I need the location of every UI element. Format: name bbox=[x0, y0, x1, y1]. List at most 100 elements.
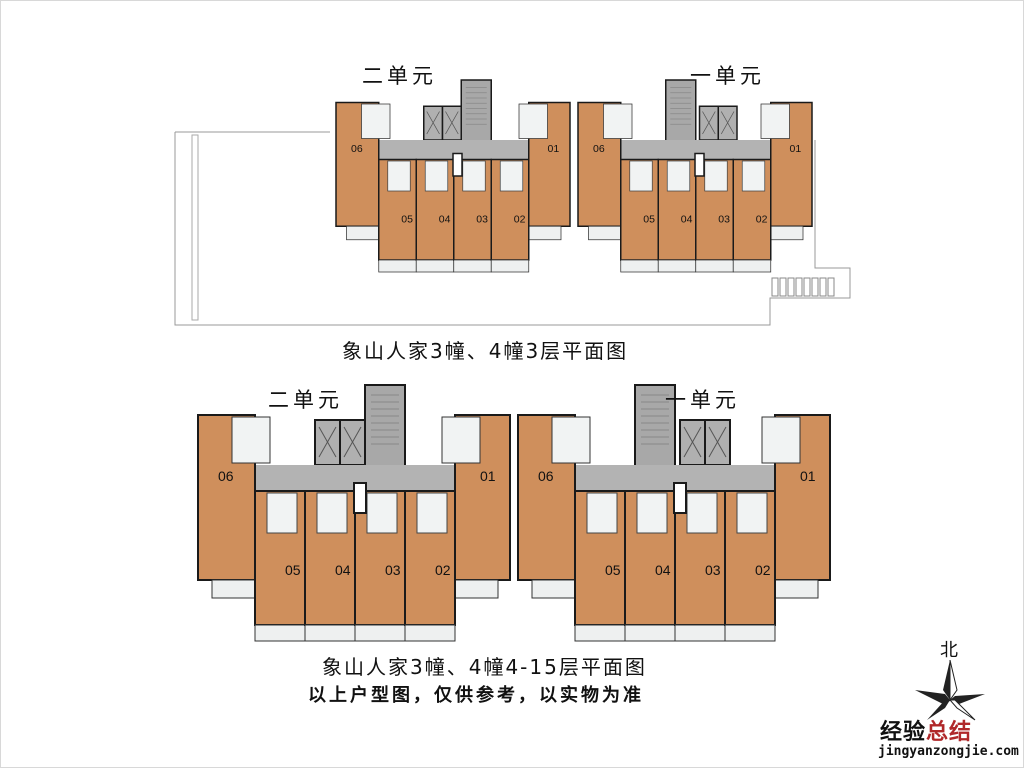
site-wall bbox=[191, 134, 199, 321]
bathroom bbox=[761, 416, 801, 464]
unit-number-label: 03 bbox=[718, 214, 730, 226]
unit-number-label: 05 bbox=[401, 214, 413, 226]
unit-number-label: 02 bbox=[514, 214, 526, 226]
balcony bbox=[454, 579, 499, 599]
wing-label-unit2-top: 二单元 bbox=[362, 64, 437, 88]
bathroom bbox=[441, 416, 481, 464]
balcony bbox=[732, 259, 772, 273]
bathroom bbox=[361, 103, 391, 139]
bathroom bbox=[499, 160, 524, 192]
bathroom bbox=[704, 160, 728, 192]
stair-core bbox=[364, 384, 406, 468]
unit-number-label: 05 bbox=[643, 214, 655, 226]
balcony bbox=[346, 225, 380, 241]
bathroom bbox=[316, 492, 348, 534]
site-boundary bbox=[174, 131, 851, 326]
unit-number-label: 06 bbox=[218, 468, 234, 484]
parking-stall bbox=[819, 277, 827, 297]
elevator-cross bbox=[708, 426, 727, 458]
unit-number-label: 06 bbox=[593, 143, 605, 155]
shaft bbox=[694, 152, 705, 177]
balcony bbox=[528, 225, 562, 241]
building-wing: 06 05 04 03 02 01 bbox=[577, 79, 813, 273]
balcony bbox=[531, 579, 576, 599]
corridor bbox=[352, 140, 557, 160]
balcony bbox=[620, 259, 659, 273]
balcony bbox=[304, 624, 356, 642]
plan-title-3f: 象山人家3幢、4幢3层平面图 bbox=[342, 339, 629, 363]
elevator-cross bbox=[720, 111, 735, 135]
unit-number-label: 04 bbox=[655, 562, 671, 578]
balcony bbox=[254, 624, 306, 642]
shaft bbox=[353, 482, 367, 514]
watermark-text: 经验总结 bbox=[880, 714, 972, 746]
balcony bbox=[774, 579, 819, 599]
balcony bbox=[657, 259, 697, 273]
elevator-cross bbox=[702, 111, 716, 135]
shaft bbox=[452, 152, 463, 177]
parking-stall bbox=[779, 277, 787, 297]
site-outline bbox=[174, 131, 851, 326]
bathroom bbox=[424, 160, 449, 192]
balcony bbox=[354, 624, 406, 642]
bathroom bbox=[629, 160, 653, 192]
wing-label-unit2-bottom: 二单元 bbox=[268, 388, 343, 412]
watermark-url: jingyanzongjie.com bbox=[878, 744, 1019, 759]
parking-stall bbox=[787, 277, 795, 297]
unit-number-label: 01 bbox=[790, 143, 802, 155]
wing-label-unit1-top: 一单元 bbox=[690, 64, 765, 88]
bathroom bbox=[686, 492, 718, 534]
unit-number-label: 06 bbox=[351, 143, 363, 155]
unit-number-label: 01 bbox=[480, 468, 496, 484]
shaft bbox=[673, 482, 687, 514]
building-wing: 06 05 04 03 02 01 bbox=[335, 79, 571, 273]
elevator-cross bbox=[445, 111, 459, 135]
unit-number-label: 05 bbox=[605, 562, 621, 578]
unit-number-label: 05 bbox=[285, 562, 301, 578]
balcony bbox=[415, 259, 455, 273]
watermark-red-text: 总结 bbox=[926, 720, 973, 745]
elevator-cross bbox=[683, 426, 702, 458]
elevator-cross bbox=[426, 111, 440, 135]
unit-number-label: 03 bbox=[385, 562, 401, 578]
balcony bbox=[490, 259, 530, 273]
unit-number-label: 03 bbox=[476, 214, 488, 226]
balcony bbox=[378, 259, 417, 273]
unit-number-label: 02 bbox=[755, 562, 771, 578]
balcony bbox=[404, 624, 456, 642]
bathroom bbox=[366, 492, 398, 534]
bathroom bbox=[586, 492, 618, 534]
unit-number-label: 02 bbox=[756, 214, 768, 226]
parking-stall bbox=[811, 277, 819, 297]
balcony bbox=[453, 259, 492, 273]
balcony bbox=[574, 624, 626, 642]
balcony bbox=[588, 225, 622, 241]
elevator-cross bbox=[343, 426, 362, 458]
unit-number-label: 04 bbox=[681, 214, 693, 226]
bathroom bbox=[551, 416, 591, 464]
north-label: 北 bbox=[940, 640, 958, 661]
bathroom bbox=[266, 492, 298, 534]
disclaimer-note: 以上户型图，仅供参考，以实物为准 bbox=[308, 685, 644, 706]
unit-number-label: 01 bbox=[548, 143, 560, 155]
unit-number-label: 01 bbox=[800, 468, 816, 484]
stair-core bbox=[634, 384, 676, 468]
parking-stall bbox=[795, 277, 803, 297]
stair-core bbox=[460, 79, 492, 143]
balcony bbox=[211, 579, 256, 599]
wing-label-unit1-bottom: 一单元 bbox=[665, 388, 740, 412]
bathroom bbox=[736, 492, 768, 534]
balcony bbox=[770, 225, 804, 241]
balcony bbox=[724, 624, 776, 642]
parking-stall bbox=[771, 277, 779, 297]
balcony bbox=[624, 624, 676, 642]
bathroom bbox=[636, 492, 668, 534]
bathroom bbox=[603, 103, 633, 139]
bathroom bbox=[666, 160, 691, 192]
bathroom bbox=[231, 416, 271, 464]
bathroom bbox=[741, 160, 766, 192]
unit-number-label: 02 bbox=[435, 562, 451, 578]
unit-number-label: 04 bbox=[439, 214, 451, 226]
